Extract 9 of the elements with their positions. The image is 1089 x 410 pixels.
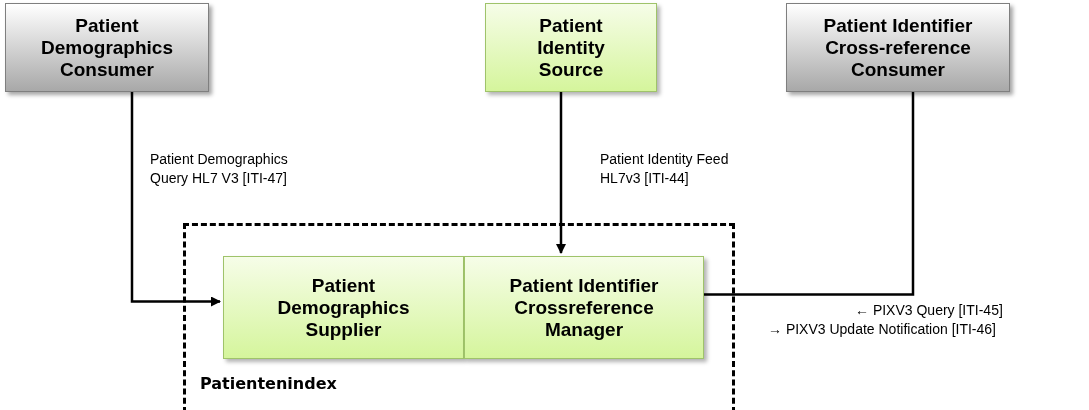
actor-box: Patient Demographics Consumer — [5, 3, 209, 92]
group-title: Patientenindex — [200, 373, 337, 395]
actor-box: Patient Identifier Cross-reference Consumer — [786, 3, 1010, 92]
actor-box-highlighted: Patient Identifier Crossreference Manager — [464, 256, 704, 359]
actor-box-highlighted: Patient Demographics Supplier — [223, 256, 464, 359]
actor-box-highlighted: Patient Identity Source — [485, 3, 657, 92]
arrow — [556, 92, 566, 254]
dashed-boundary — [183, 223, 735, 410]
arrow — [130, 92, 221, 307]
